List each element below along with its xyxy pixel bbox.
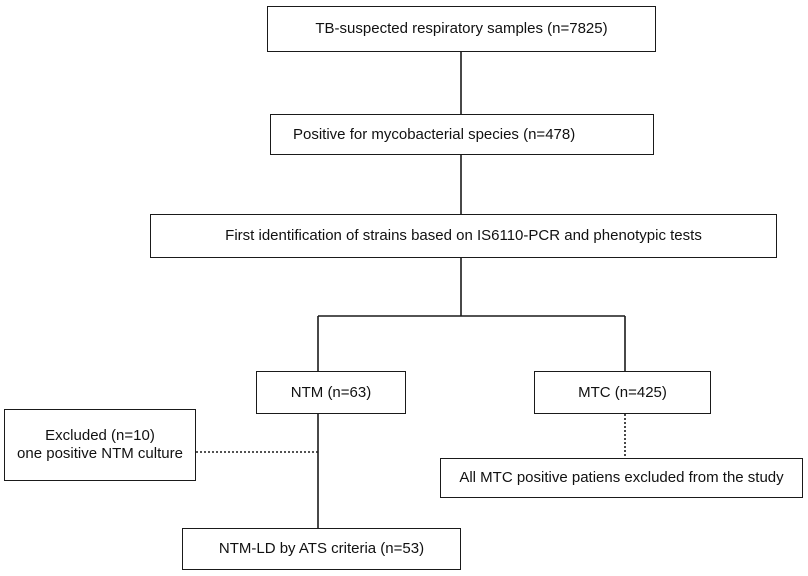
identification-box: First identification of strains based on…	[150, 214, 777, 258]
mtc-excluded-label: All MTC positive patiens excluded from t…	[459, 469, 784, 486]
ntm-ld-label: NTM-LD by ATS criteria (n=53)	[218, 540, 425, 557]
ntm-box: NTM (n=63)	[256, 371, 406, 414]
ntm-label: NTM (n=63)	[290, 383, 372, 401]
positive-box: Positive for mycobacterial species (n=47…	[270, 114, 654, 155]
positive-label: Positive for mycobacterial species (n=47…	[293, 125, 576, 143]
excluded-label-line2: one positive NTM culture	[17, 445, 183, 462]
samples-label: TB-suspected respiratory samples (n=7825…	[315, 20, 608, 37]
mtc-label: MTC (n=425)	[578, 383, 667, 401]
excluded-box: Excluded (n=10) one positive NTM culture	[4, 409, 196, 481]
excluded-label-line1: Excluded (n=10)	[45, 427, 155, 444]
samples-box: TB-suspected respiratory samples (n=7825…	[267, 6, 656, 52]
mtc-box: MTC (n=425)	[534, 371, 711, 414]
mtc-excluded-box: All MTC positive patiens excluded from t…	[440, 458, 803, 498]
ntm-ld-box: NTM-LD by ATS criteria (n=53)	[182, 528, 461, 570]
identification-label: First identification of strains based on…	[225, 227, 702, 244]
